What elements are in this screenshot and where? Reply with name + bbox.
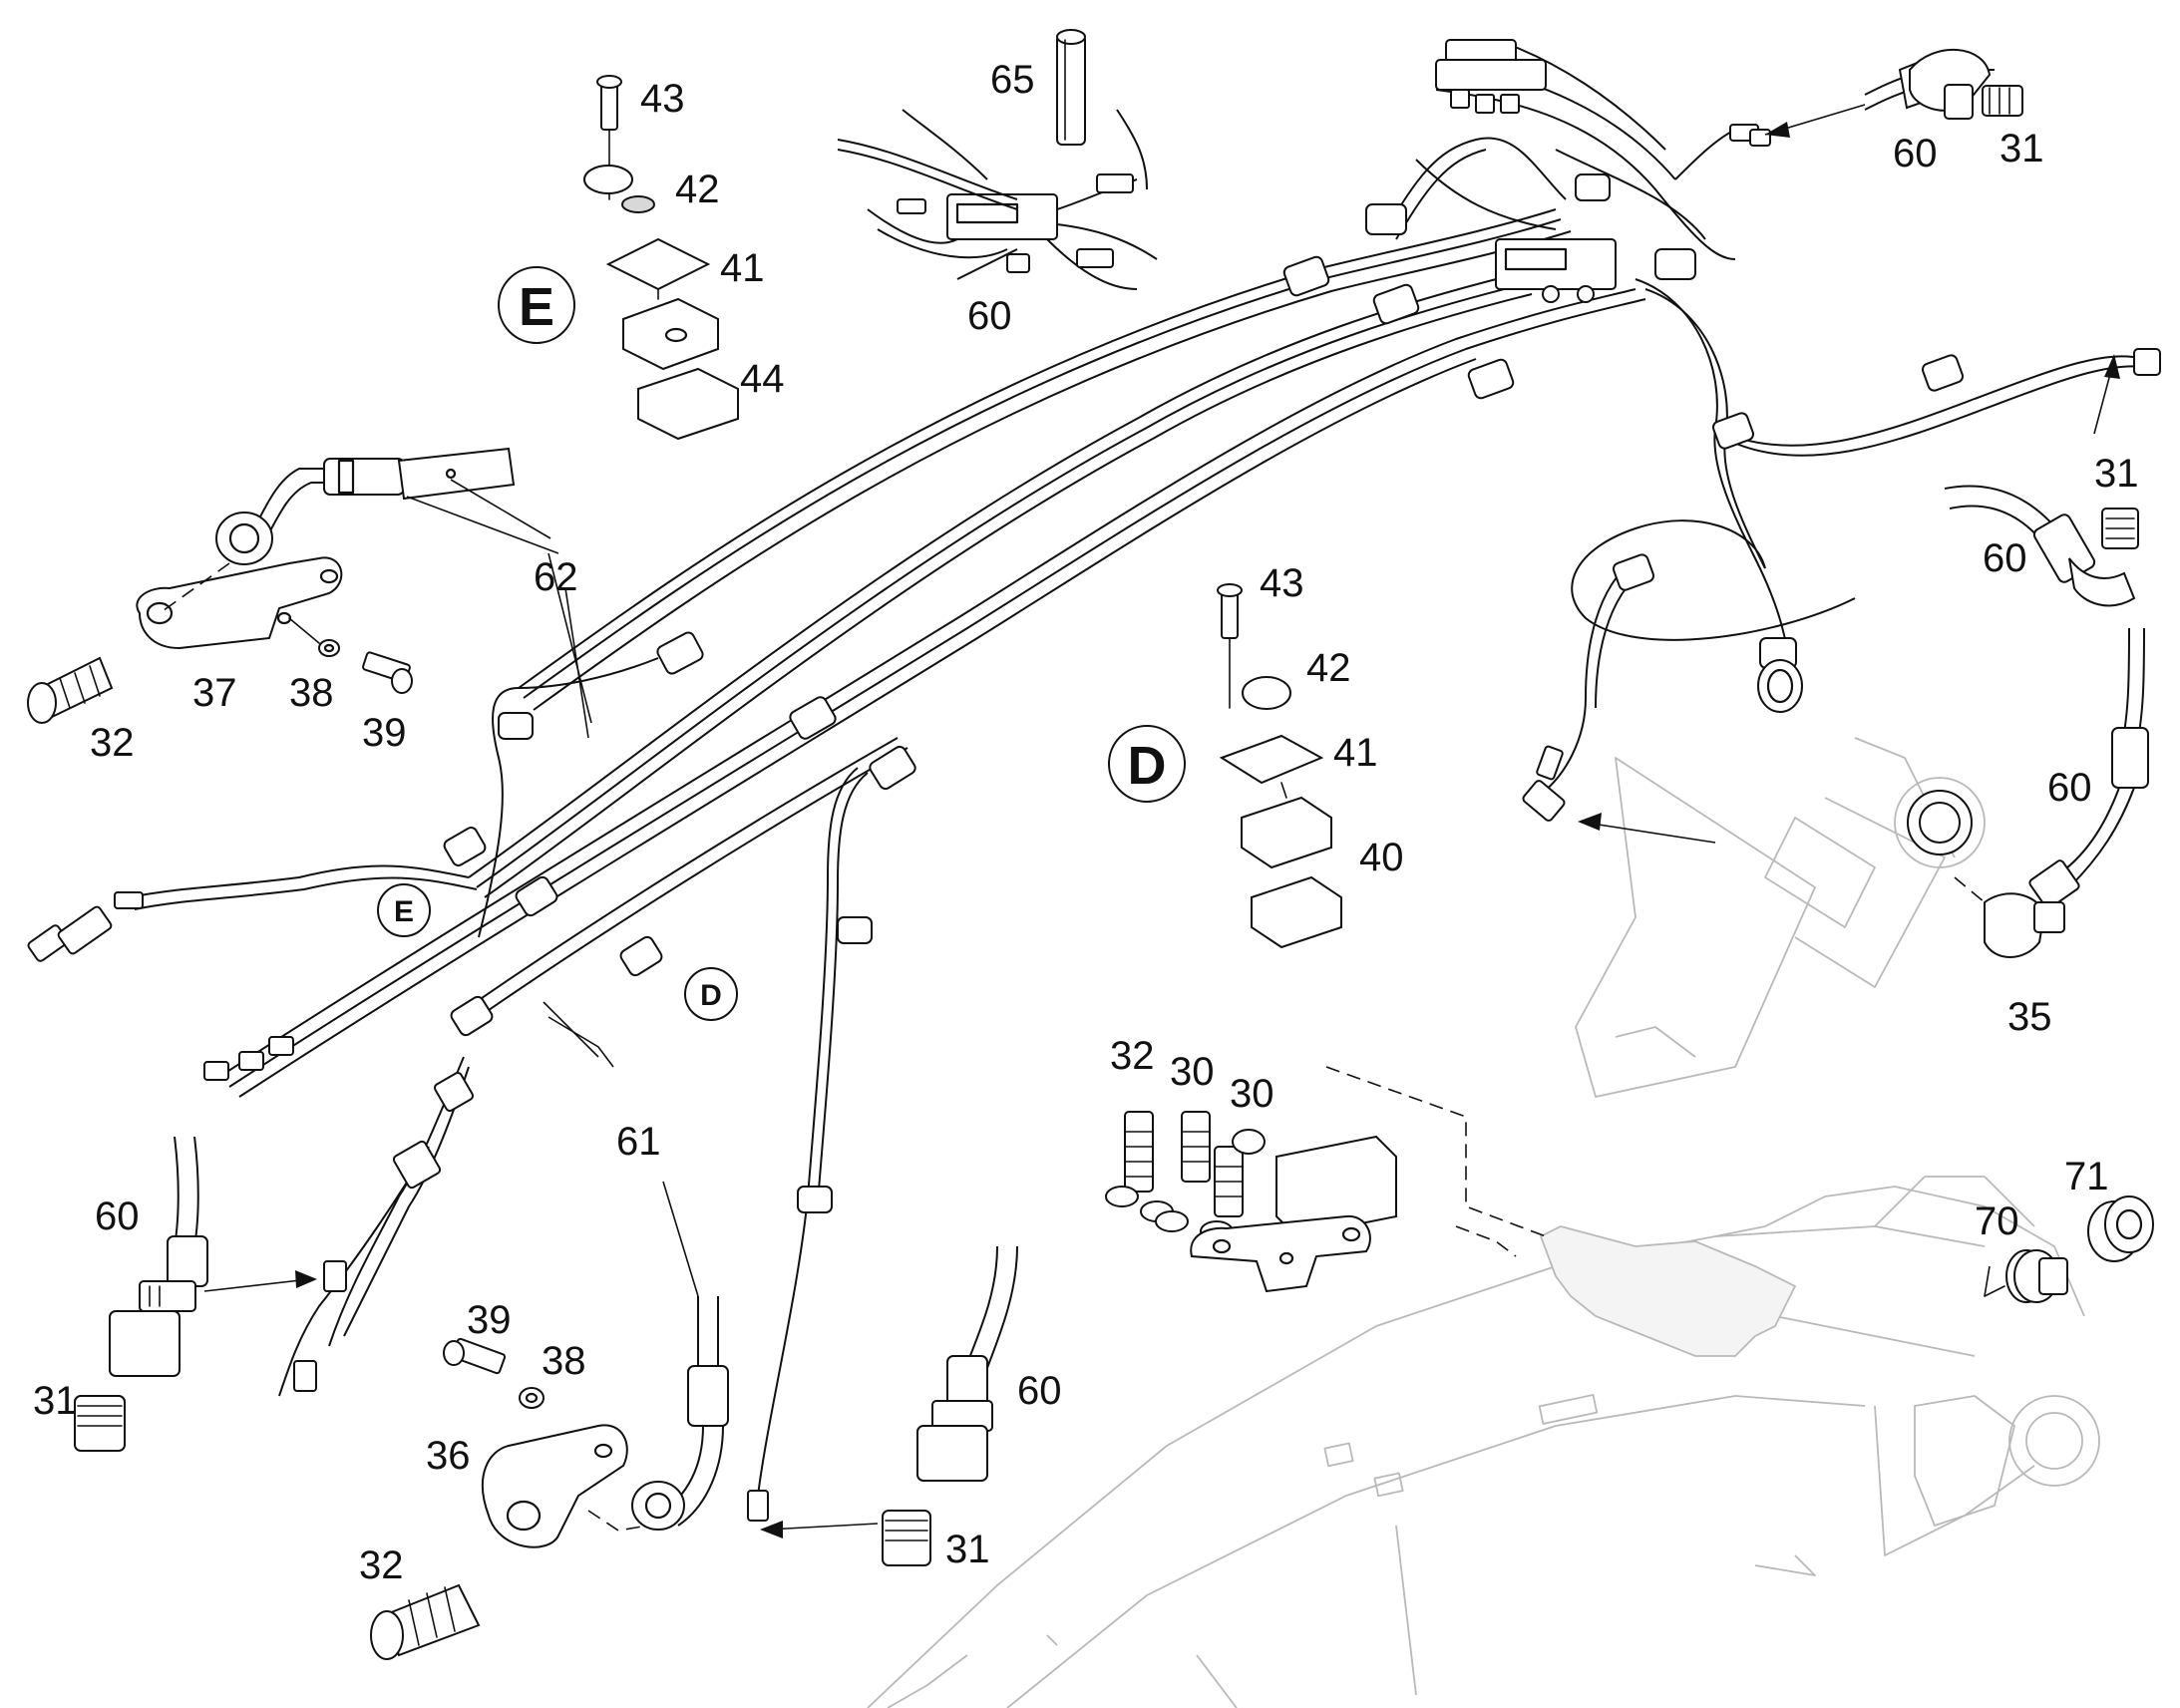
callout-39: 39	[467, 1298, 512, 1342]
fitting-35	[1954, 876, 2065, 958]
callout-61: 61	[616, 1120, 661, 1164]
bracket-36-assembly	[370, 1337, 649, 1660]
detail-e-marker: E	[498, 266, 575, 344]
hose-clamps	[443, 173, 1965, 1213]
callout-60: 60	[95, 1195, 140, 1238]
valve-blocks	[837, 39, 1617, 303]
callout-30: 30	[1170, 1050, 1215, 1094]
callout-65: 65	[990, 58, 1035, 102]
cylinder-outline	[1575, 737, 1986, 1098]
callout-60: 60	[1893, 132, 1938, 175]
callout-41: 41	[1333, 731, 1378, 775]
callout-37: 37	[192, 671, 237, 715]
callout-41: 41	[720, 246, 765, 290]
callout-60: 60	[2047, 766, 2092, 810]
detail-d-label: D	[1128, 736, 1167, 796]
callout-43: 43	[640, 77, 685, 121]
callout-40: 40	[1359, 836, 1404, 879]
detail-e-stack	[583, 75, 739, 441]
callout-62: 62	[534, 555, 578, 599]
svg-text:E: E	[394, 895, 414, 928]
callout-42: 42	[675, 168, 720, 211]
callout-32: 32	[90, 721, 135, 765]
svg-text:D: D	[700, 979, 722, 1012]
detail-d-marker: D	[1108, 725, 1186, 803]
detail-e-label: E	[519, 277, 554, 337]
direction-arrows	[203, 104, 2120, 1538]
bolt-65	[1056, 29, 1086, 146]
leader-lines	[406, 479, 1991, 1297]
callout-60: 60	[1017, 1369, 1062, 1413]
callout-43: 43	[1260, 561, 1304, 605]
fitting-bottom-center	[882, 1245, 1018, 1566]
callout-38: 38	[289, 671, 334, 715]
main-hose-bundle	[129, 39, 2155, 1497]
fitting-upper-right	[1864, 48, 2023, 120]
callout-31: 31	[1999, 127, 2044, 171]
callout-70: 70	[1975, 1199, 2019, 1243]
callout-31: 31	[2094, 452, 2139, 496]
callout-32: 32	[359, 1543, 404, 1587]
fitting-61-end	[631, 1296, 729, 1531]
callout-71: 71	[2064, 1155, 2109, 1198]
fittings-70-71	[1984, 1196, 2154, 1303]
callout-31: 31	[945, 1528, 990, 1571]
callout-36: 36	[426, 1434, 471, 1478]
fitting-right-60-31	[1944, 485, 2149, 909]
fitting-block-assembly	[1105, 1066, 1547, 1293]
callout-35: 35	[2007, 995, 2052, 1039]
detail-ref-e: E	[377, 883, 431, 937]
callout-39: 39	[362, 711, 407, 755]
boom-arm-outline	[867, 1176, 2100, 1708]
hose-end-fittings	[27, 124, 2161, 1522]
callout-44: 44	[740, 357, 785, 401]
fitting-lower-left	[74, 1136, 208, 1452]
callout-31: 31	[33, 1379, 78, 1423]
callout-labels: 43 42 41 44 65 60 60 31 31 60 62 37 38 3…	[33, 58, 2139, 1587]
callout-30: 30	[1230, 1072, 1274, 1116]
detail-d-stack	[1217, 583, 1342, 949]
callout-60: 60	[1983, 536, 2027, 580]
callout-32: 32	[1110, 1034, 1155, 1078]
detail-ref-d: D	[684, 967, 738, 1021]
callout-38: 38	[542, 1339, 586, 1383]
callout-42: 42	[1306, 646, 1351, 690]
bracket-37-assembly	[27, 447, 516, 724]
callout-60: 60	[967, 294, 1012, 338]
